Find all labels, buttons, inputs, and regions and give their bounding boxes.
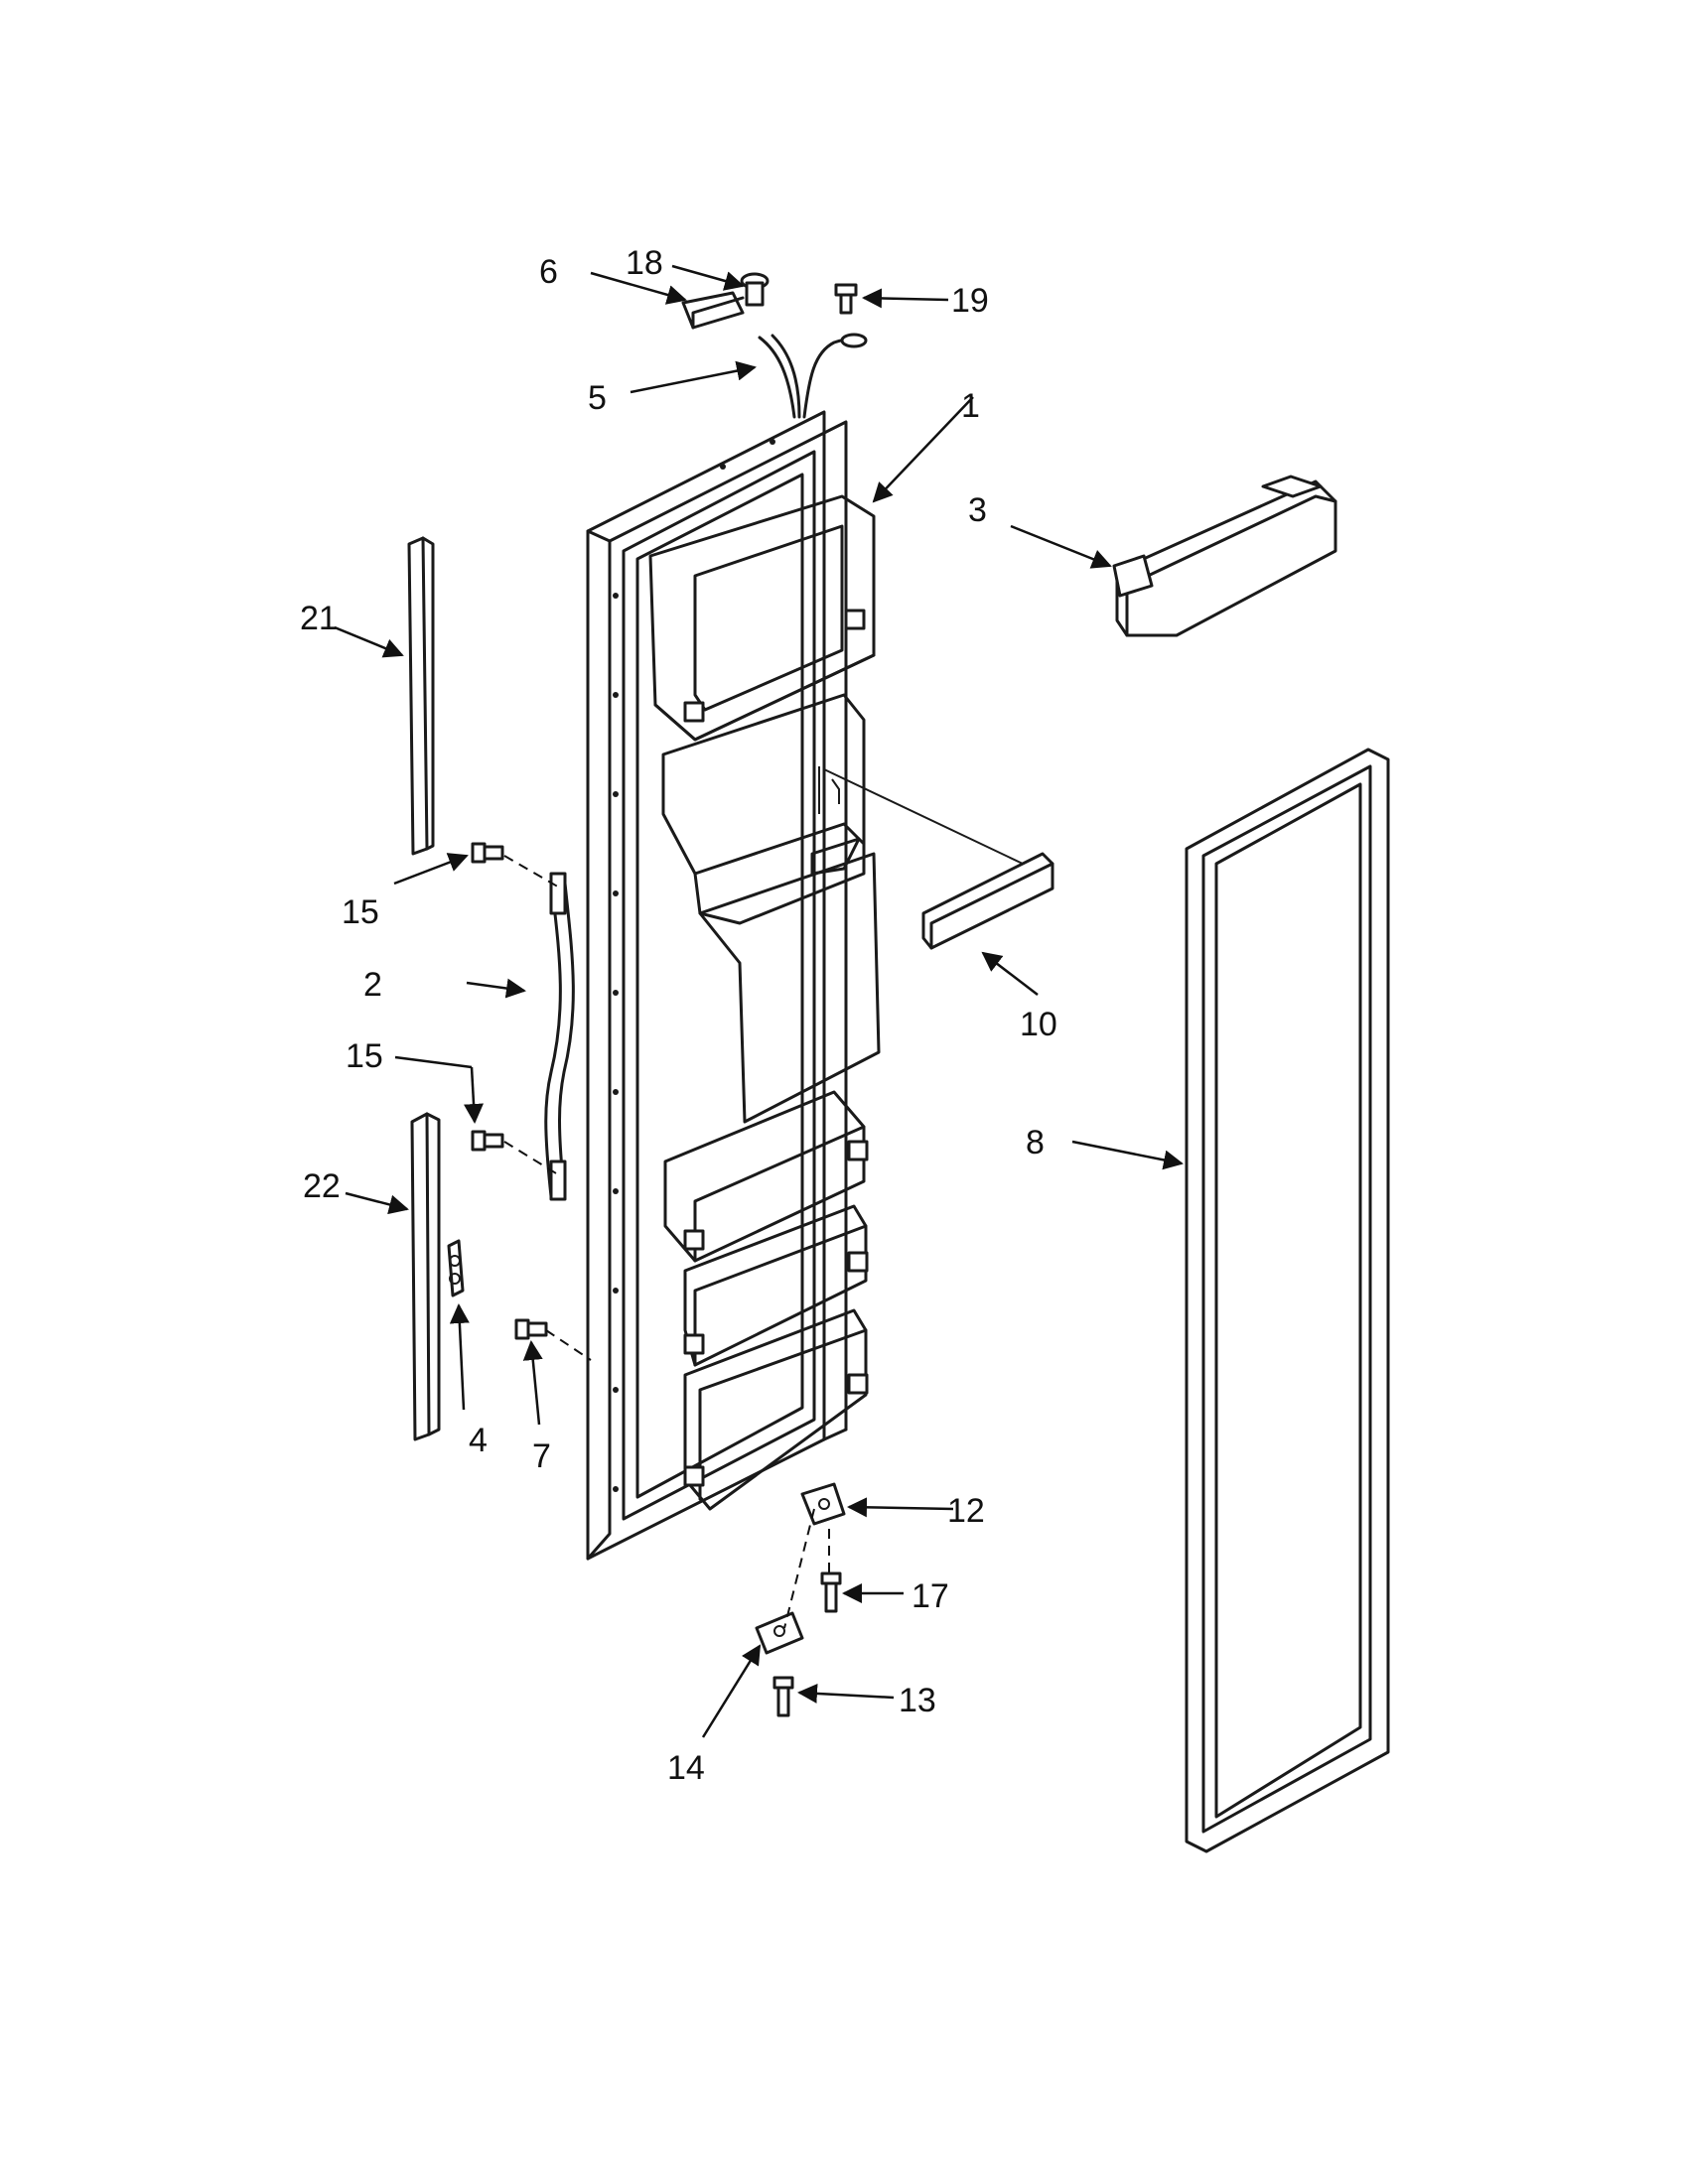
callout-17: 17 [912, 1577, 949, 1615]
upper-shelf-bracket [1112, 475, 1337, 637]
callout-10: 10 [1020, 1006, 1057, 1043]
callout-22: 22 [303, 1167, 341, 1205]
plug-18 [740, 272, 770, 307]
callout-12: 12 [947, 1492, 985, 1530]
dispenser-housing [661, 693, 881, 1124]
screw-7 [514, 1318, 548, 1340]
clip-4 [447, 1239, 465, 1297]
callout-3: 3 [968, 491, 987, 529]
wire-harness-5 [758, 333, 868, 419]
callout-8: 8 [1026, 1124, 1045, 1161]
screw-17 [820, 1571, 842, 1613]
connector-6 [681, 291, 745, 330]
callout-14: 14 [667, 1749, 705, 1787]
screw-15-lower [471, 1130, 504, 1152]
hinge-bracket-12 [800, 1482, 846, 1526]
callout-5: 5 [588, 379, 607, 417]
callout-1: 1 [961, 387, 980, 425]
callout-18: 18 [626, 244, 663, 282]
edge-fastener-dots [613, 439, 775, 1492]
lower-door-bin-2 [683, 1204, 869, 1367]
screw-13 [772, 1676, 794, 1717]
callout-4: 4 [469, 1422, 488, 1459]
screw-15-upper [471, 842, 504, 864]
screw-19 [834, 283, 858, 315]
callout-labels: 1 2 3 4 5 6 7 8 10 12 13 14 15 15 17 18 … [300, 244, 1057, 1787]
callout-6: 6 [539, 253, 558, 291]
upper-trim-strip [407, 536, 435, 856]
leader-lines [334, 264, 1184, 1738]
callout-13: 13 [899, 1682, 936, 1719]
door-assembly [586, 410, 881, 1561]
callout-19: 19 [951, 282, 989, 320]
callout-21: 21 [300, 600, 338, 637]
door-gasket [1185, 748, 1390, 1853]
lower-trim-strip [410, 1112, 441, 1441]
door-handle [544, 872, 575, 1201]
shelf-channel [823, 768, 1054, 950]
lower-door-bin-3 [683, 1308, 869, 1511]
upper-door-bin [648, 494, 876, 742]
callout-2: 2 [363, 966, 382, 1004]
hinge-bracket-14 [755, 1611, 804, 1655]
callout-15-lower: 15 [346, 1037, 383, 1075]
lower-door-bin-1 [663, 1090, 869, 1263]
callout-15-upper: 15 [342, 893, 379, 931]
callout-7: 7 [532, 1437, 551, 1475]
